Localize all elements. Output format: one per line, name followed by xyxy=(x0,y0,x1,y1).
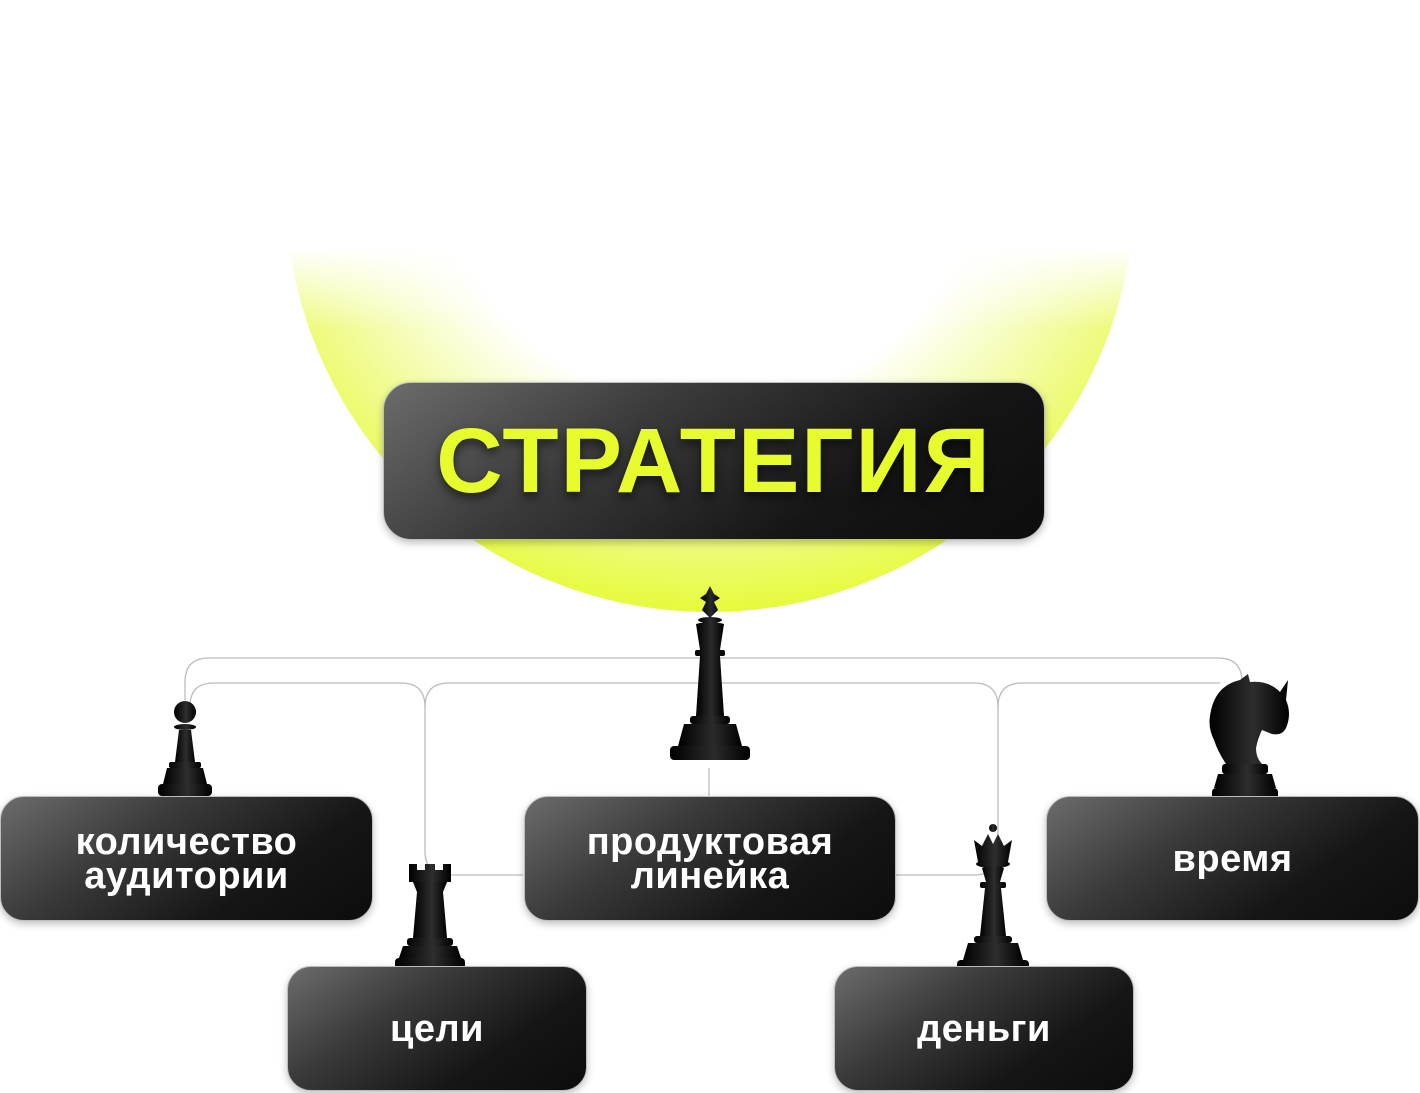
node-time: время xyxy=(1046,796,1419,921)
chess-knight-icon xyxy=(1196,672,1294,806)
node-product: продуктовая линейка xyxy=(524,796,896,921)
node-audience-line2: аудитории xyxy=(76,859,298,893)
node-product-line2: линейка xyxy=(587,859,834,893)
node-time-label: время xyxy=(1173,842,1293,876)
chess-king-icon xyxy=(662,584,758,772)
node-money-label: деньги xyxy=(917,1012,1051,1046)
node-goals-label: цели xyxy=(390,1012,484,1046)
node-goals: цели xyxy=(287,966,587,1091)
chess-queen-icon xyxy=(950,820,1036,976)
node-product-line1: продуктовая xyxy=(587,825,834,859)
connector-inner-right xyxy=(998,683,1220,707)
chess-rook-icon xyxy=(393,858,467,972)
strategy-title-box: СТРАТЕГИЯ xyxy=(383,382,1045,540)
strategy-title: СТРАТЕГИЯ xyxy=(436,415,991,507)
node-audience-line1: количество xyxy=(76,825,298,859)
node-audience: количество аудитории xyxy=(0,796,373,921)
chess-pawn-icon xyxy=(155,700,215,798)
node-money: деньги xyxy=(834,966,1134,1091)
